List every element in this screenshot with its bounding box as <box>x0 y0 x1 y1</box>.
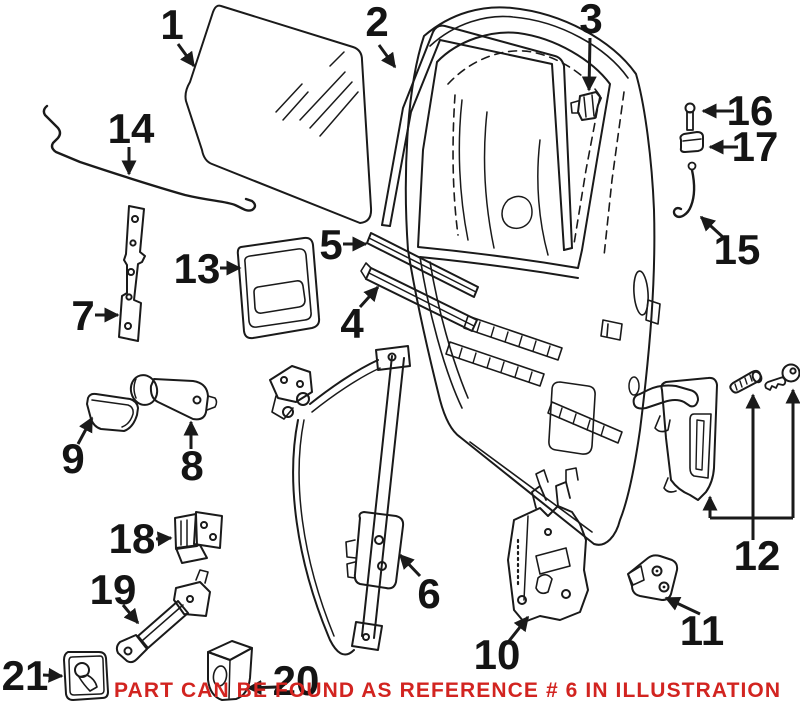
part-18-check-catch <box>174 511 223 564</box>
callout-label-17: 17 <box>731 123 779 170</box>
callout-label-1: 1 <box>160 1 184 48</box>
callout-label-10: 10 <box>473 631 521 678</box>
callout-arrow-15 <box>699 215 727 241</box>
callout-arrow-9 <box>76 416 94 445</box>
callout-arrow-3 <box>581 37 597 92</box>
part-21-striker-plate <box>63 651 109 701</box>
callout-label-12: 12 <box>733 532 781 579</box>
callout-arrow-20 <box>246 680 278 696</box>
part-14-rod <box>42 104 257 212</box>
callout-arrows <box>42 37 800 696</box>
callout-label-5: 5 <box>319 221 343 268</box>
callout-label-3: 3 <box>579 0 603 42</box>
part-6-window-regulator <box>269 345 411 656</box>
part-15-rod <box>672 161 697 219</box>
part-7-bracket <box>118 205 146 342</box>
part-12-lock-key <box>764 363 800 391</box>
part-4-belt-strip <box>360 262 478 332</box>
part-16-pin <box>684 102 696 131</box>
callout-label-18: 18 <box>108 515 156 562</box>
part-5-belt-strip <box>366 232 479 298</box>
part-8-window-crank <box>129 374 218 421</box>
callout-label-8: 8 <box>180 442 204 489</box>
part-17-grommet <box>679 131 704 153</box>
part-2-glass-run-channel <box>381 24 573 251</box>
callout-label-9: 9 <box>61 435 85 482</box>
callout-label-4: 4 <box>340 300 364 347</box>
part-11-hinge-bracket <box>627 554 679 601</box>
callout-label-20: 20 <box>272 657 320 704</box>
part-1-window-glass <box>184 4 373 224</box>
part-9-handle-cover <box>86 392 139 432</box>
callout-arrow-6 <box>398 553 422 578</box>
callout-label-16: 16 <box>726 87 774 134</box>
callout-label-6: 6 <box>417 570 441 617</box>
callout-arrow-11 <box>664 596 701 616</box>
part-12-exterior-handle <box>632 376 718 501</box>
callout-label-19: 19 <box>89 566 137 613</box>
callout-label-11: 11 <box>679 607 725 654</box>
callout-arrow-4 <box>358 285 380 309</box>
callout-label-7: 7 <box>71 292 95 339</box>
part-20-bracket <box>207 640 253 701</box>
callout-label-13: 13 <box>173 245 221 292</box>
callout-arrow-19 <box>121 604 140 625</box>
part-3-clip <box>570 91 602 121</box>
callout-arrow-21 <box>42 667 64 683</box>
callout-label-15: 15 <box>713 226 761 273</box>
caption-text: PART CAN BE FOUND AS REFERENCE # 6 IN IL… <box>114 679 782 702</box>
part-12-screw <box>729 369 763 394</box>
callout-arrow-1 <box>176 43 196 68</box>
callout-label-14: 14 <box>107 105 155 152</box>
callout-arrow-10 <box>507 615 530 642</box>
part-10-door-lock <box>507 467 589 623</box>
part-19-check-strap <box>115 569 211 664</box>
callout-label-21: 21 <box>1 652 49 699</box>
callout-label-2: 2 <box>365 0 389 45</box>
part-13-handle-cup <box>236 236 321 340</box>
callout-arrow-18 <box>155 531 173 547</box>
callout-arrow-2 <box>377 44 397 69</box>
